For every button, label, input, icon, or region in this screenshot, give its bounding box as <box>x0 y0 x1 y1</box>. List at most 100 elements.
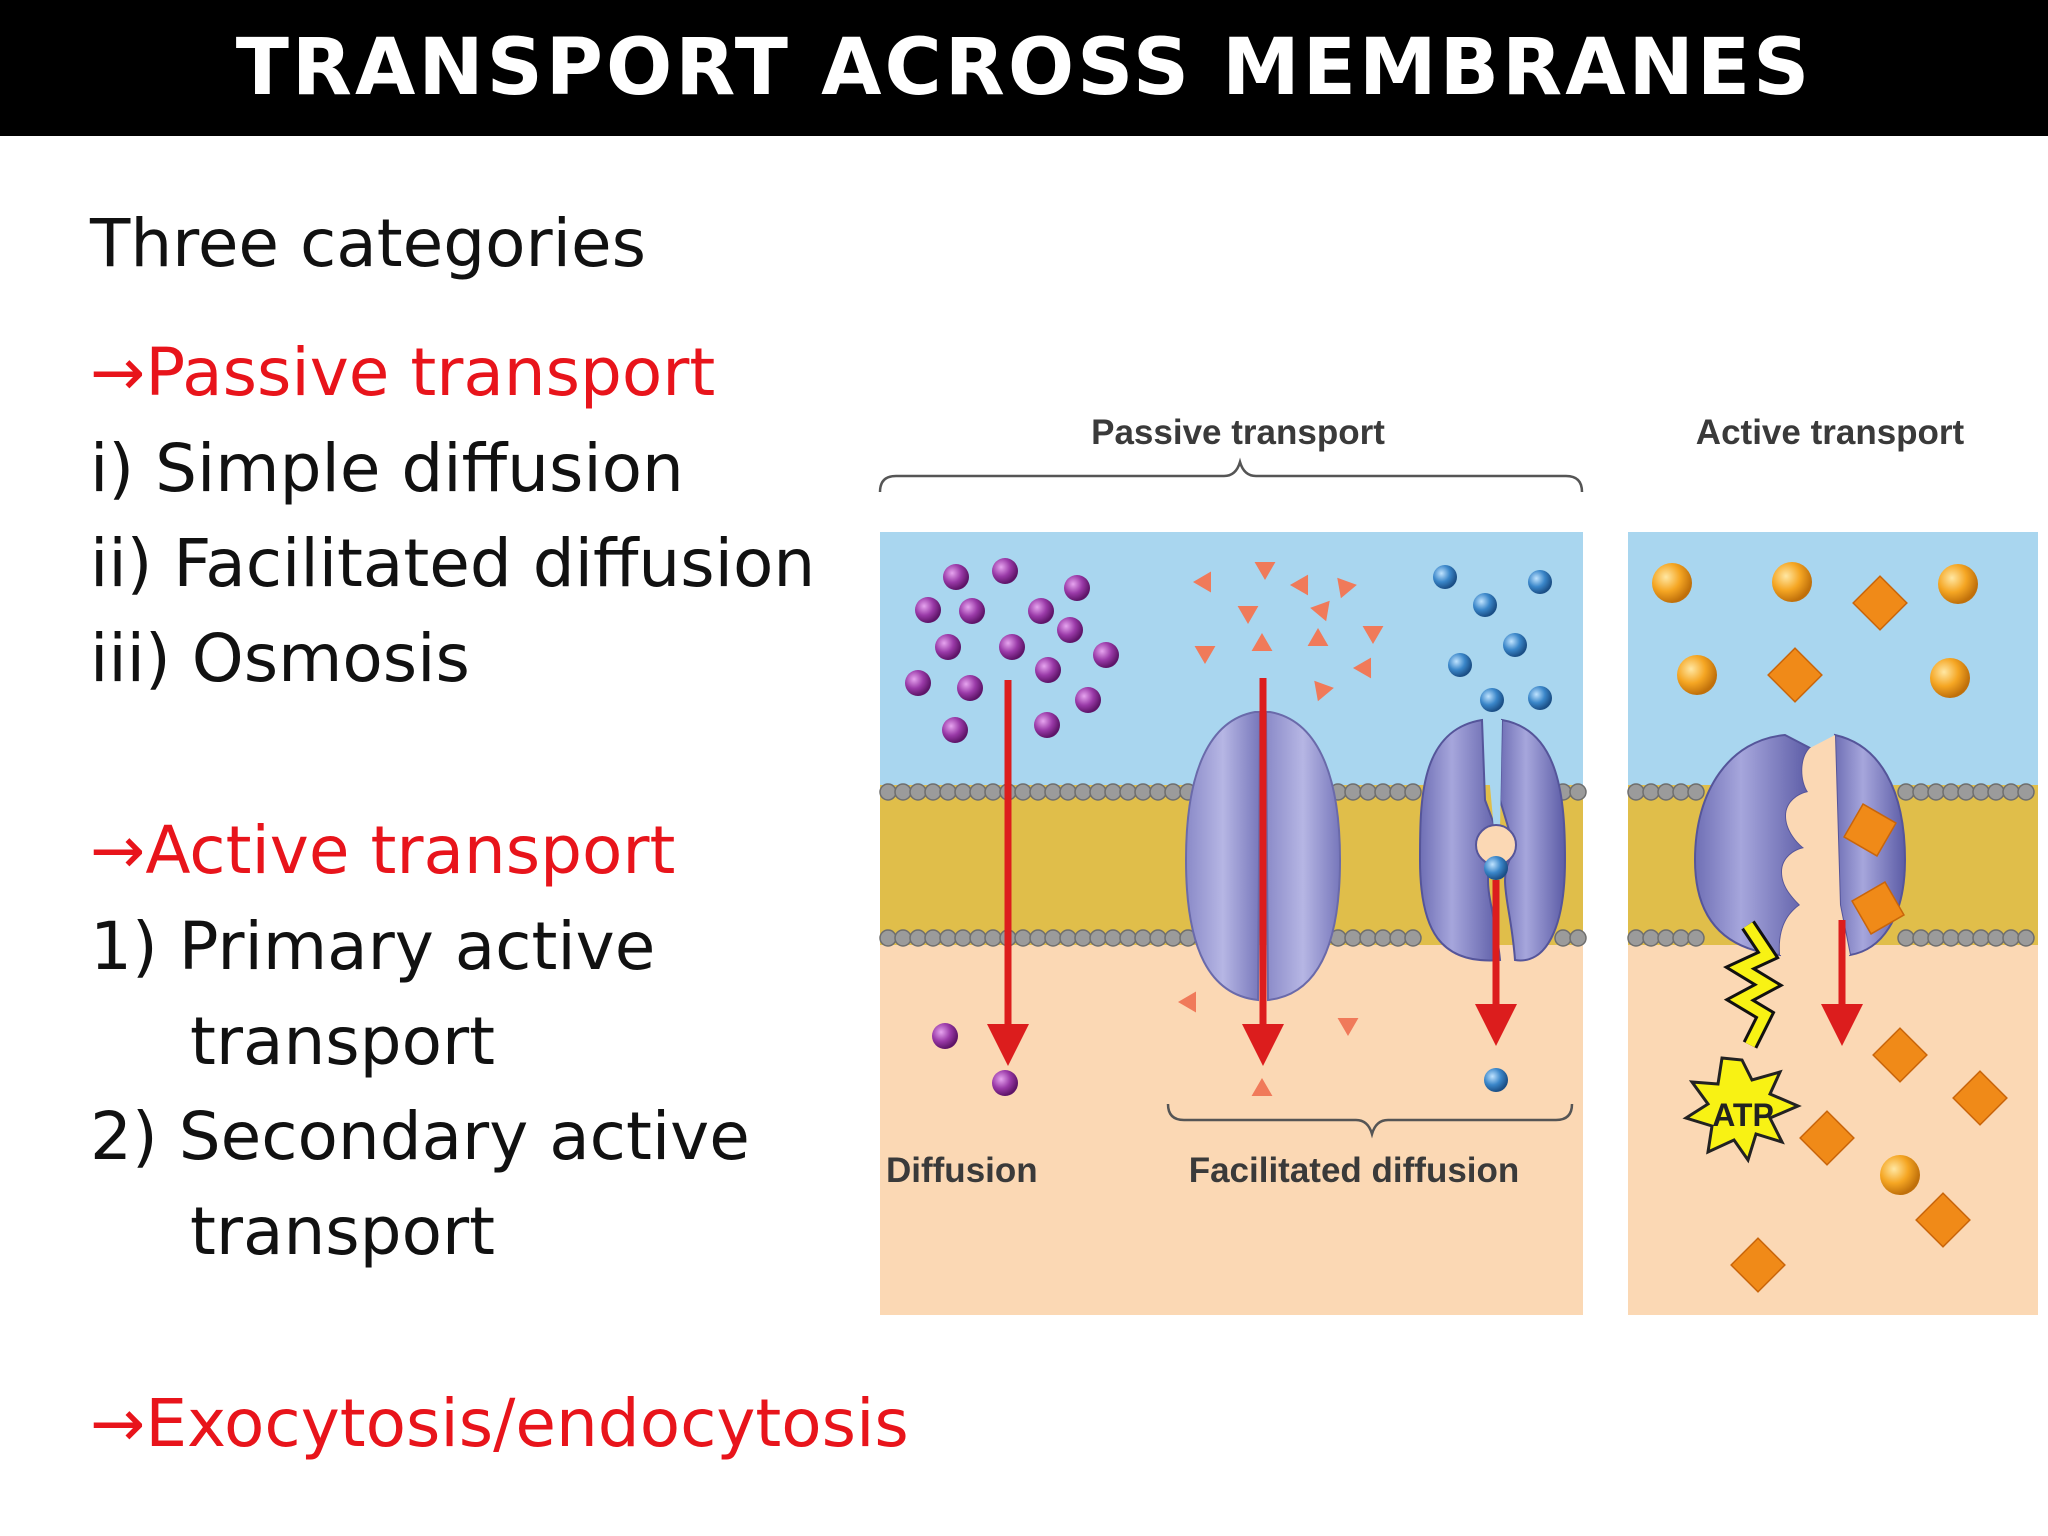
phospholipid-head <box>2017 783 2035 801</box>
phospholipid-head <box>1642 783 1660 801</box>
phospholipid-head <box>1672 929 1690 947</box>
phospholipid-head <box>2017 929 2035 947</box>
orange-diamond-molecule <box>1730 1237 1786 1293</box>
phospholipid-head <box>1149 783 1167 801</box>
atp-label: ATP <box>1712 1097 1774 1133</box>
phospholipid-head <box>939 783 957 801</box>
molecules <box>905 558 2008 1293</box>
purple-molecule <box>957 675 983 701</box>
phospholipid-head <box>1554 929 1572 947</box>
phospholipid-head <box>1942 783 1960 801</box>
phospholipid-head <box>1672 783 1690 801</box>
blue-molecule <box>1448 653 1472 677</box>
passive-transport-label: Passive transport <box>1091 413 1385 452</box>
phospholipid-head <box>1627 929 1645 947</box>
passive-heading: →Passive transport <box>90 334 715 411</box>
phospholipid-head <box>1912 929 1930 947</box>
arrow-right-icon: → <box>90 812 146 889</box>
orange-diamond-molecule <box>1851 881 1905 935</box>
orange-diamond-molecule <box>1767 647 1823 703</box>
orange-ball-molecule <box>1938 564 1978 604</box>
orange-diamond-molecule <box>1915 1192 1971 1248</box>
passive-item-simple-diffusion: i) Simple diffusion <box>90 430 684 507</box>
blue-molecule <box>1473 593 1497 617</box>
orange-diamond-molecule <box>1799 1110 1855 1166</box>
purple-molecule <box>905 670 931 696</box>
purple-molecule <box>999 634 1025 660</box>
triangle-molecule <box>1314 680 1334 702</box>
orange-diamond-molecule <box>1843 803 1897 857</box>
purple-molecule <box>1034 712 1060 738</box>
flow-arrows <box>987 678 1863 1066</box>
phospholipid-head <box>969 929 987 947</box>
triangle-molecule <box>1251 633 1273 651</box>
orange-ball-molecule <box>1930 658 1970 698</box>
phospholipid-head <box>1972 929 1990 947</box>
phospholipid-head <box>1344 929 1362 947</box>
phospholipid-head <box>939 929 957 947</box>
phospholipid-head <box>1089 783 1107 801</box>
triangle-molecule <box>1289 574 1309 596</box>
active-heading-label: Active transport <box>145 812 676 889</box>
active-item-secondary-cont: transport <box>190 1193 495 1270</box>
phospholipid-head <box>1389 783 1407 801</box>
triangle-molecule <box>1352 657 1372 679</box>
orange-diamond-molecule <box>1852 575 1908 631</box>
category-list: Three categories →Passive transport i) S… <box>90 0 950 1536</box>
passive-brace <box>878 457 1584 493</box>
phospholipid-head <box>1657 929 1675 947</box>
exo-endo-heading-label: Exocytosis/endocytosis <box>145 1385 909 1462</box>
phospholipid-head <box>1134 929 1152 947</box>
phospholipid-head <box>1957 929 1975 947</box>
phospholipid-head <box>1927 929 1945 947</box>
phospholipid-head <box>1374 929 1392 947</box>
triangle-molecule <box>1310 600 1330 622</box>
triangle-molecule <box>1251 1078 1273 1096</box>
phospholipid-head <box>1164 783 1182 801</box>
triangle-molecule <box>1237 605 1259 625</box>
phospholipid-head <box>1627 783 1645 801</box>
phospholipid-head <box>1687 929 1705 947</box>
atp-burst: ATP <box>1682 920 1802 1164</box>
phospholipid-head <box>1344 783 1362 801</box>
facilitated-brace <box>1166 1103 1574 1139</box>
phospholipid-head <box>1104 783 1122 801</box>
triangle-molecule <box>1362 626 1384 644</box>
blue-molecule <box>1484 1068 1508 1092</box>
purple-molecule <box>1057 617 1083 643</box>
phospholipid-head <box>879 929 897 947</box>
phospholipid-head <box>1687 783 1705 801</box>
phospholipid-head <box>1119 929 1137 947</box>
facilitated-diffusion-label: Facilitated diffusion <box>1189 1151 1520 1190</box>
phospholipid-head <box>954 929 972 947</box>
passive-item-osmosis: iii) Osmosis <box>90 620 470 697</box>
phospholipid-head <box>969 783 987 801</box>
phospholipid-head <box>1074 783 1092 801</box>
purple-molecule <box>1035 657 1061 683</box>
triangle-molecule <box>1337 1018 1359 1036</box>
active-item-secondary: 2) Secondary active <box>90 1098 750 1175</box>
orange-ball-molecule <box>1677 655 1717 695</box>
phospholipid-head <box>1987 929 2005 947</box>
phospholipid-head <box>954 783 972 801</box>
channel-protein <box>1184 711 1342 1002</box>
cytoplasm-region <box>880 945 1583 1315</box>
phospholipid-head <box>1359 929 1377 947</box>
phospholipid-head <box>1657 783 1675 801</box>
phospholipid-head <box>879 783 897 801</box>
phospholipid-head <box>1642 929 1660 947</box>
orange-diamond-molecule <box>1872 1027 1928 1083</box>
phospholipid-head <box>1912 783 1930 801</box>
purple-molecule <box>932 1023 958 1049</box>
phospholipid-head <box>1029 929 1047 947</box>
phospholipid-head <box>1404 783 1422 801</box>
phospholipid-heads <box>879 783 2035 947</box>
phospholipid-head <box>1927 783 1945 801</box>
phospholipid-head <box>1059 929 1077 947</box>
blue-molecule <box>1503 633 1527 657</box>
purple-molecule <box>942 717 968 743</box>
passive-item-facilitated-diffusion: ii) Facilitated diffusion <box>90 525 816 602</box>
title-bar: TRANSPORT ACROSS MEMBRANES <box>0 0 2048 136</box>
blue-molecule <box>1528 686 1552 710</box>
